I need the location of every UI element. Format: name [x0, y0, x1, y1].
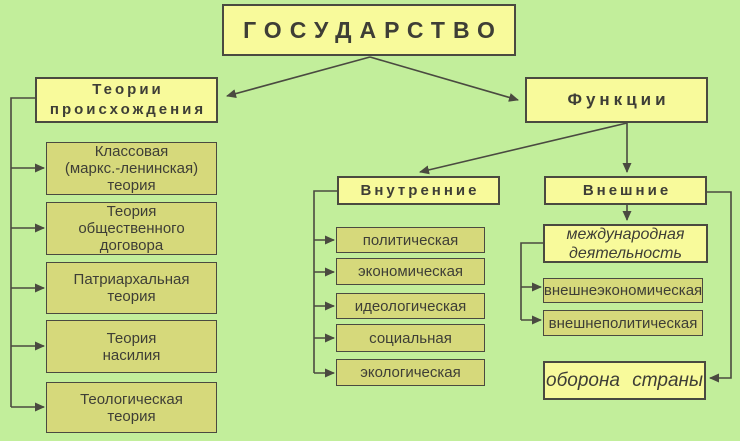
node-functions-header: Функции — [525, 77, 708, 123]
node-external-economic: внешнеэкономическая — [543, 278, 703, 303]
arrow-state-to-functions — [369, 56, 519, 102]
node-internal-header: Внутренние — [337, 176, 500, 205]
node-internal-social: социальная — [336, 324, 485, 352]
node-origin-header: Теории происхождения — [35, 77, 218, 123]
trunk-internal — [313, 190, 337, 373]
arrow-external-to-defense — [707, 191, 732, 383]
node-external-political: внешнеполитическая — [543, 310, 703, 336]
node-internal-economic: экономическая — [336, 258, 485, 285]
node-internal-ecological: экологическая — [336, 359, 485, 386]
arrow-state-to-origin — [226, 56, 371, 98]
node-theory-social-contract: Теория общественного договора — [46, 202, 217, 255]
node-internal-ideological: идеологическая — [336, 293, 485, 319]
node-state: ГОСУДАРСТВО — [222, 4, 516, 56]
arrow-functions-to-internal — [419, 122, 628, 175]
node-theory-patriarchal: Патриархальная теория — [46, 262, 217, 314]
node-theory-class: Классовая (маркс.-ленинская) теория — [46, 142, 217, 195]
node-theory-theological: Теологическая теория — [46, 382, 217, 433]
node-theory-violence: Теория насилия — [46, 320, 217, 373]
trunk-intl — [520, 242, 543, 320]
node-internal-political: политическая — [336, 227, 485, 253]
node-defense: оборона страны — [543, 361, 706, 400]
node-external-header: Внешние — [544, 176, 707, 205]
trunk-origin — [10, 97, 35, 407]
node-intl-activity: международная деятельность — [543, 224, 708, 263]
